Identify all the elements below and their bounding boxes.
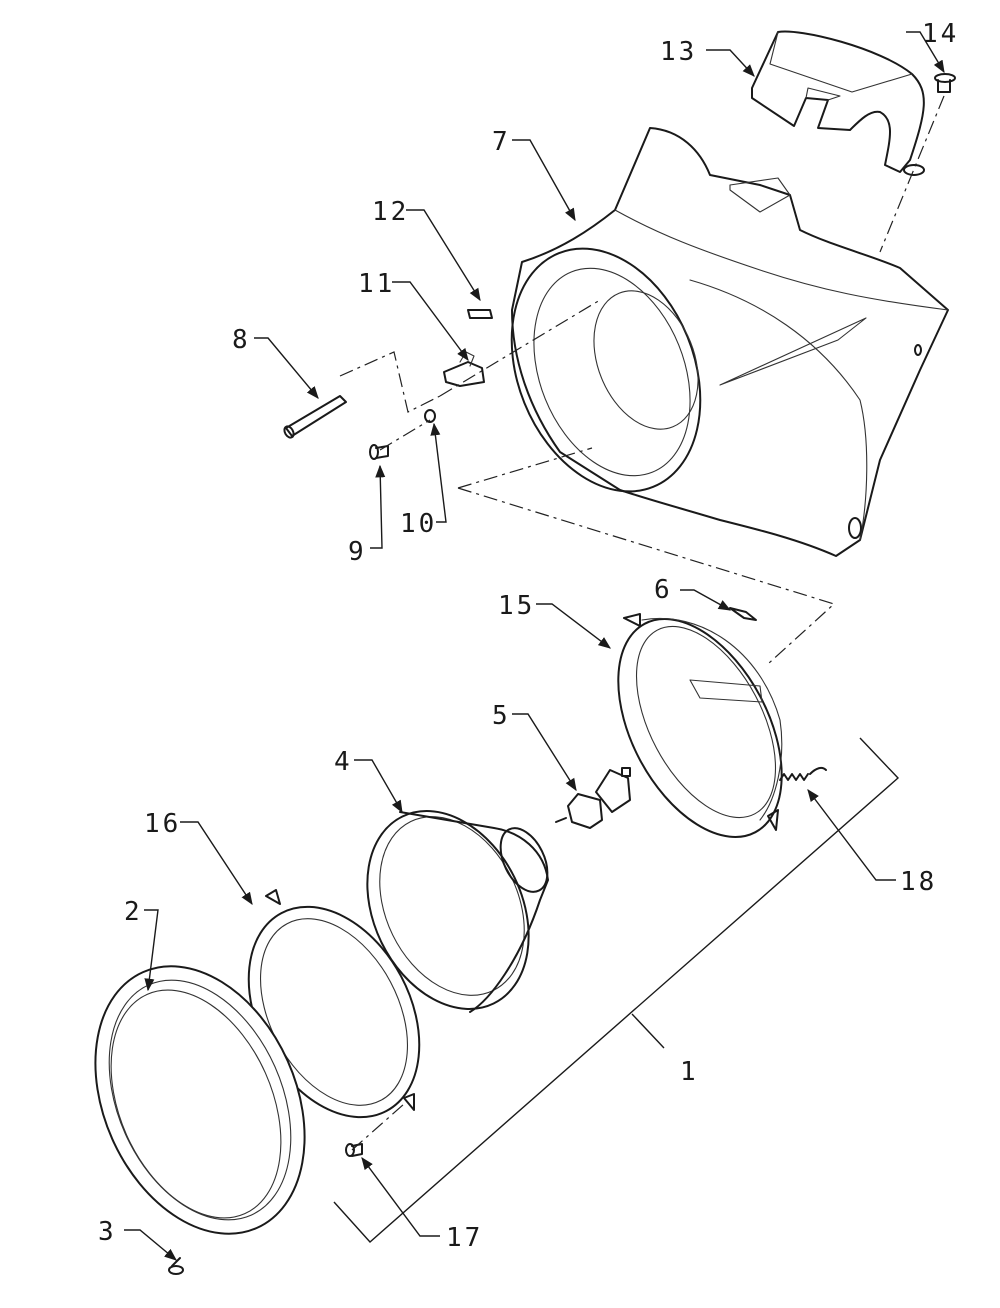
assembly-bracket-1 <box>333 737 900 1243</box>
callout-8: 8 <box>232 325 251 355</box>
callout-2: 2 <box>124 897 143 927</box>
part-4-reflector <box>366 810 549 1013</box>
part-11-adjuster-bracket <box>443 351 485 387</box>
callout-17: 17 <box>446 1223 483 1253</box>
part-3-screw <box>168 1257 184 1275</box>
callout-9: 9 <box>348 537 367 567</box>
part-2-bezel <box>94 965 306 1235</box>
part-8-pin <box>283 395 347 439</box>
callout-14: 14 <box>922 19 959 49</box>
part-12-clip <box>467 309 493 319</box>
callout-18: 18 <box>900 867 937 897</box>
callout-15: 15 <box>498 591 535 621</box>
part-6-clip <box>729 607 757 621</box>
callout-5: 5 <box>492 701 511 731</box>
leader-lines <box>124 31 945 1261</box>
callout-7: 7 <box>492 127 511 157</box>
part-13-top-cover <box>751 30 925 176</box>
callout-3: 3 <box>98 1217 117 1247</box>
part-5-bulb <box>555 767 631 829</box>
part-7-headlight-housing <box>510 127 949 557</box>
part-15-mount-ring <box>617 613 783 838</box>
part-10-washer <box>424 409 436 423</box>
callout-4: 4 <box>334 747 353 777</box>
callout-13: 13 <box>660 37 697 67</box>
callout-1: 1 <box>680 1057 699 1087</box>
part-9-screw <box>369 444 389 460</box>
part-14-screw <box>934 73 956 93</box>
callout-11: 11 <box>358 269 395 299</box>
part-17-screw <box>345 1143 363 1157</box>
callout-12: 12 <box>372 197 409 227</box>
callout-16: 16 <box>144 809 181 839</box>
callout-6: 6 <box>654 575 673 605</box>
part-18-spring <box>779 766 827 781</box>
callout-10: 10 <box>400 509 437 539</box>
assembly-centerlines <box>339 95 945 1151</box>
callouts: 13 14 7 12 11 8 10 9 6 15 5 4 16 18 2 1 … <box>98 19 959 1253</box>
